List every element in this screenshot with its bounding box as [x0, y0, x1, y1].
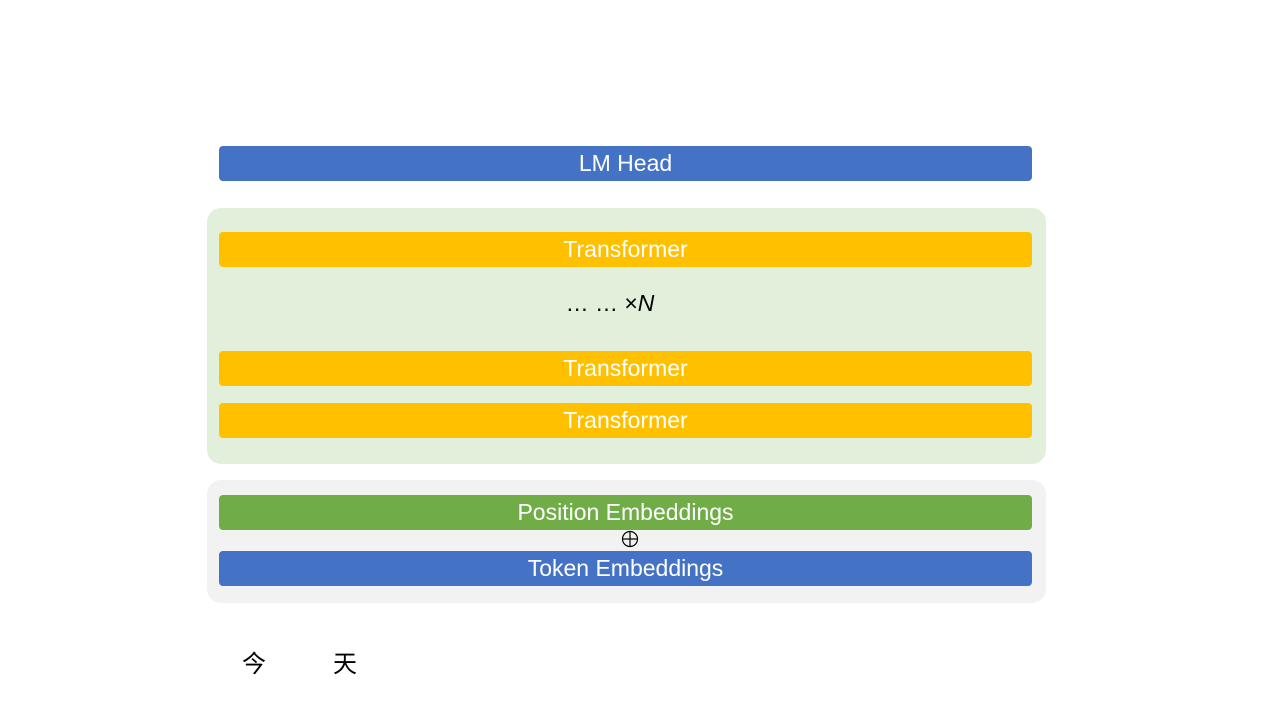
transformer-label: Transformer — [563, 355, 688, 381]
transformer-block-bottom: Transformer — [219, 403, 1032, 438]
position-embeddings-block: Position Embeddings — [219, 495, 1032, 530]
repeat-var: N — [637, 290, 655, 316]
repeat-indicator: … … ×N — [540, 290, 680, 317]
lm-head-label: LM Head — [578, 150, 673, 176]
transformer-block-middle: Transformer — [219, 351, 1032, 386]
token-embeddings-block: Token Embeddings — [219, 551, 1032, 586]
position-embeddings-label: Position Embeddings — [517, 499, 734, 525]
transformer-block-top: Transformer — [219, 232, 1032, 267]
token-embeddings-label: Token Embeddings — [527, 555, 724, 581]
oplus-icon — [621, 530, 639, 548]
repeat-text: … … × — [565, 290, 638, 316]
transformer-label: Transformer — [563, 236, 688, 262]
transformer-label: Transformer — [563, 407, 688, 433]
input-token: 今 — [242, 650, 266, 678]
input-token: 天 — [333, 650, 357, 678]
lm-head-block: LM Head — [219, 146, 1032, 181]
